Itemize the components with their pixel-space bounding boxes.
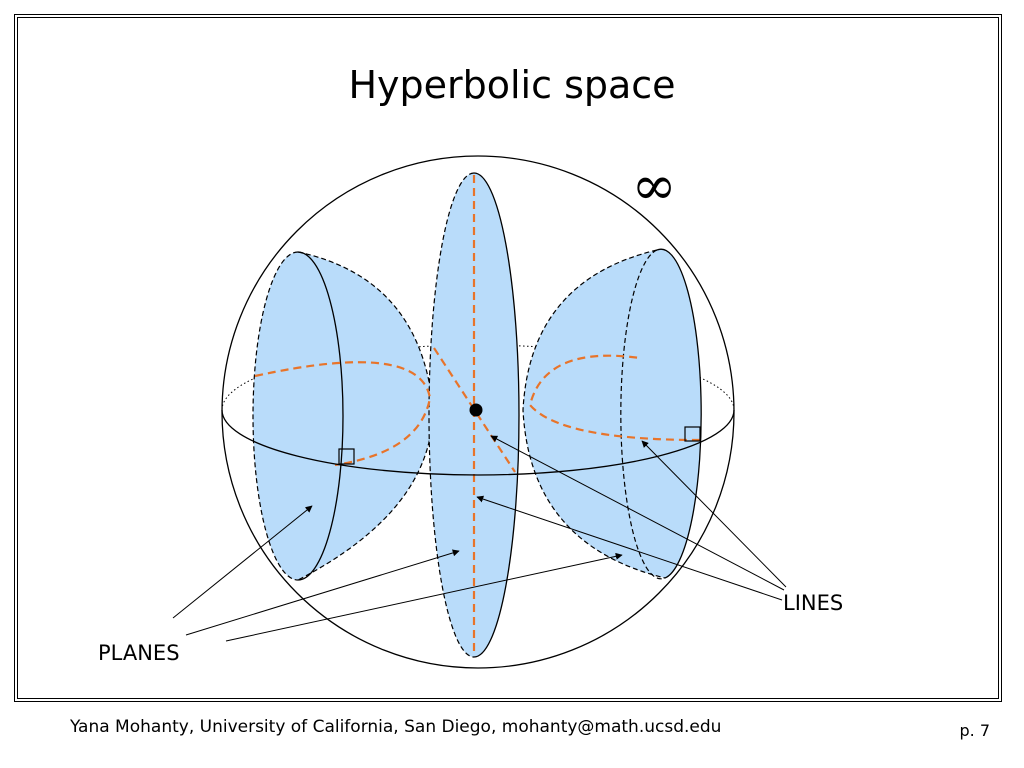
right-plane [522,248,702,580]
planes-arrow-right [225,552,623,642]
center-plane-left-rim [428,172,475,658]
right-plane-back-rim [620,249,666,580]
lines-arrows [476,435,787,601]
left-plane [252,251,434,581]
right-plane-front-rim [656,248,702,579]
planes-arrows [172,505,623,642]
diagonal-geodesic [433,347,516,473]
lines-arrow-diagonal [490,435,785,591]
left-geodesic [254,361,432,467]
center-plane-right-rim [473,172,520,658]
footer-page-number: p. 7 [959,721,990,740]
center-point [469,403,483,417]
planes-label: PLANES [98,641,180,665]
right-plane-fill [523,249,702,578]
left-plane-dome [297,251,434,581]
left-plane-back-rim [252,251,299,581]
infinity-symbol: ∞ [632,154,677,217]
right-plane-dome [522,249,666,579]
planes-arrow-left [172,505,313,619]
equator-back [221,344,735,411]
planes-arrow-center [185,549,460,636]
lines-arrow-right [641,440,787,588]
footer-author: Yana Mohanty, University of California, … [70,717,722,737]
slide-title: Hyperbolic space [348,63,676,107]
lines-label: LINES [783,591,843,615]
equator-front [221,409,735,476]
right-angle-marker-right [684,426,701,442]
lines-arrow-vertical [476,495,783,601]
right-angle-marker-left [338,448,355,465]
left-plane-front-rim [297,251,344,581]
